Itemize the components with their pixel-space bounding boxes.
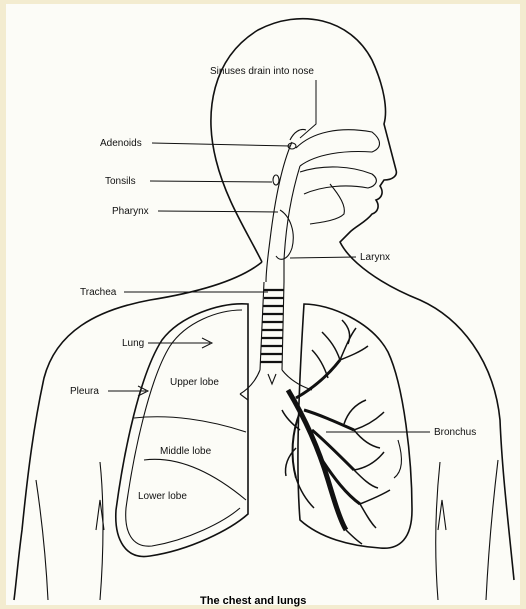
label-upper-lobe: Upper lobe	[170, 377, 219, 388]
label-adenoids: Adenoids	[100, 138, 142, 149]
label-lower-lobe: Lower lobe	[138, 491, 187, 502]
label-trachea: Trachea	[80, 287, 117, 298]
label-sinuses: Sinuses drain into nose	[210, 66, 314, 77]
label-larynx: Larynx	[360, 252, 390, 263]
label-middle-lobe: Middle lobe	[160, 446, 212, 457]
label-lung: Lung	[122, 338, 144, 349]
diagram-caption: The chest and lungs	[200, 595, 306, 607]
label-bronchus: Bronchus	[434, 427, 476, 438]
label-pharynx: Pharynx	[112, 206, 149, 217]
label-pleura: Pleura	[70, 386, 99, 397]
label-tonsils: Tonsils	[105, 176, 136, 187]
